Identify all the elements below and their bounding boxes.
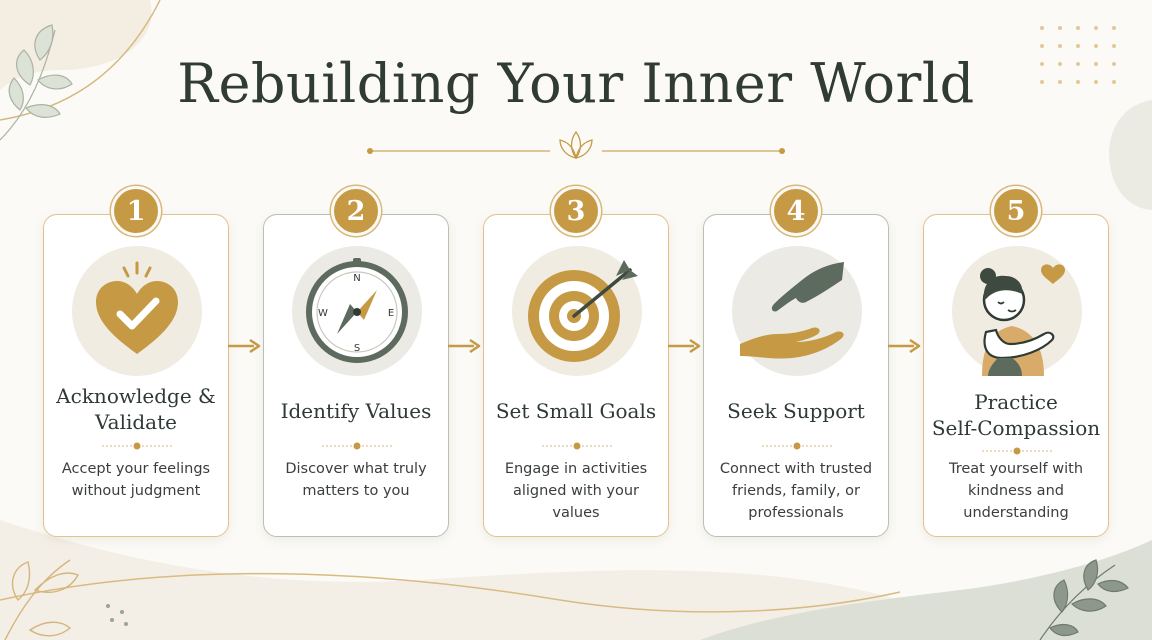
step-description: Accept your feelings without judgment [61,461,211,499]
step-card-2: N E S W Identify Values Discover what tr… [263,214,449,537]
arrow-right-icon [668,338,701,354]
step-number-badge-4: 4 [771,186,821,236]
step-card-4: Seek Support Connect with trusted friend… [703,214,889,537]
step-description: Engage in activities aligned with your v… [504,461,648,521]
title-separator [762,442,832,450]
arrow-right-icon [448,338,481,354]
icon-backdrop [952,246,1082,376]
step-title: Identify Values [280,399,432,423]
step-title: Seek Support [727,399,865,423]
svg-text:E: E [388,308,394,319]
svg-text:S: S [354,343,360,354]
helping-hands-icon [740,262,844,359]
icon-backdrop [512,246,642,376]
dots-bottom-left [106,604,128,626]
svg-text:N: N [353,273,360,284]
leaf-branch-bottom-right [1039,559,1129,640]
leaf-outline-bottom-left [4,559,79,640]
step-card-3: Set Small Goals Engage in activities ali… [483,214,669,537]
step-description: Connect with trusted friends, family, or… [719,461,873,521]
step-number-badge-3: 3 [551,186,601,236]
step-title: Set Small Goals [495,399,657,423]
step-description: Discover what truly matters to you [285,461,427,499]
page-title: Rebuilding Your Inner World [177,52,975,115]
step-number-badge-1: 1 [111,186,161,236]
dot-grid-top-right [1040,26,1116,84]
heart-check-icon [96,261,178,354]
step-number-badge-2: 2 [331,186,381,236]
compass-icon: N E S W [306,258,408,363]
step-card-1: Acknowledge & Validate Accept your feeli… [43,214,229,537]
icon-backdrop [732,246,862,376]
target-icon [528,260,638,362]
arrow-right-icon [888,338,921,354]
step-number-badge-5: 5 [991,186,1041,236]
title-separator [102,442,172,450]
title-separator [542,442,612,450]
self-hug-icon [980,264,1065,376]
leaf-branch-top-left [0,24,73,141]
step-description: Treat yourself with kindness and underst… [948,461,1084,521]
step-title: Practice Self-Compassion [931,390,1101,440]
arrow-right-icon [228,338,261,354]
title-separator [982,447,1052,455]
title-divider [367,130,785,160]
lotus-icon [559,130,593,160]
icon-backdrop [72,246,202,376]
step-card-5: Practice Self-Compassion Treat yourself … [923,214,1109,537]
title-separator [322,442,392,450]
icon-backdrop: N E S W [292,246,422,376]
svg-text:W: W [318,308,328,319]
step-title: Acknowledge & Validate [56,384,216,434]
